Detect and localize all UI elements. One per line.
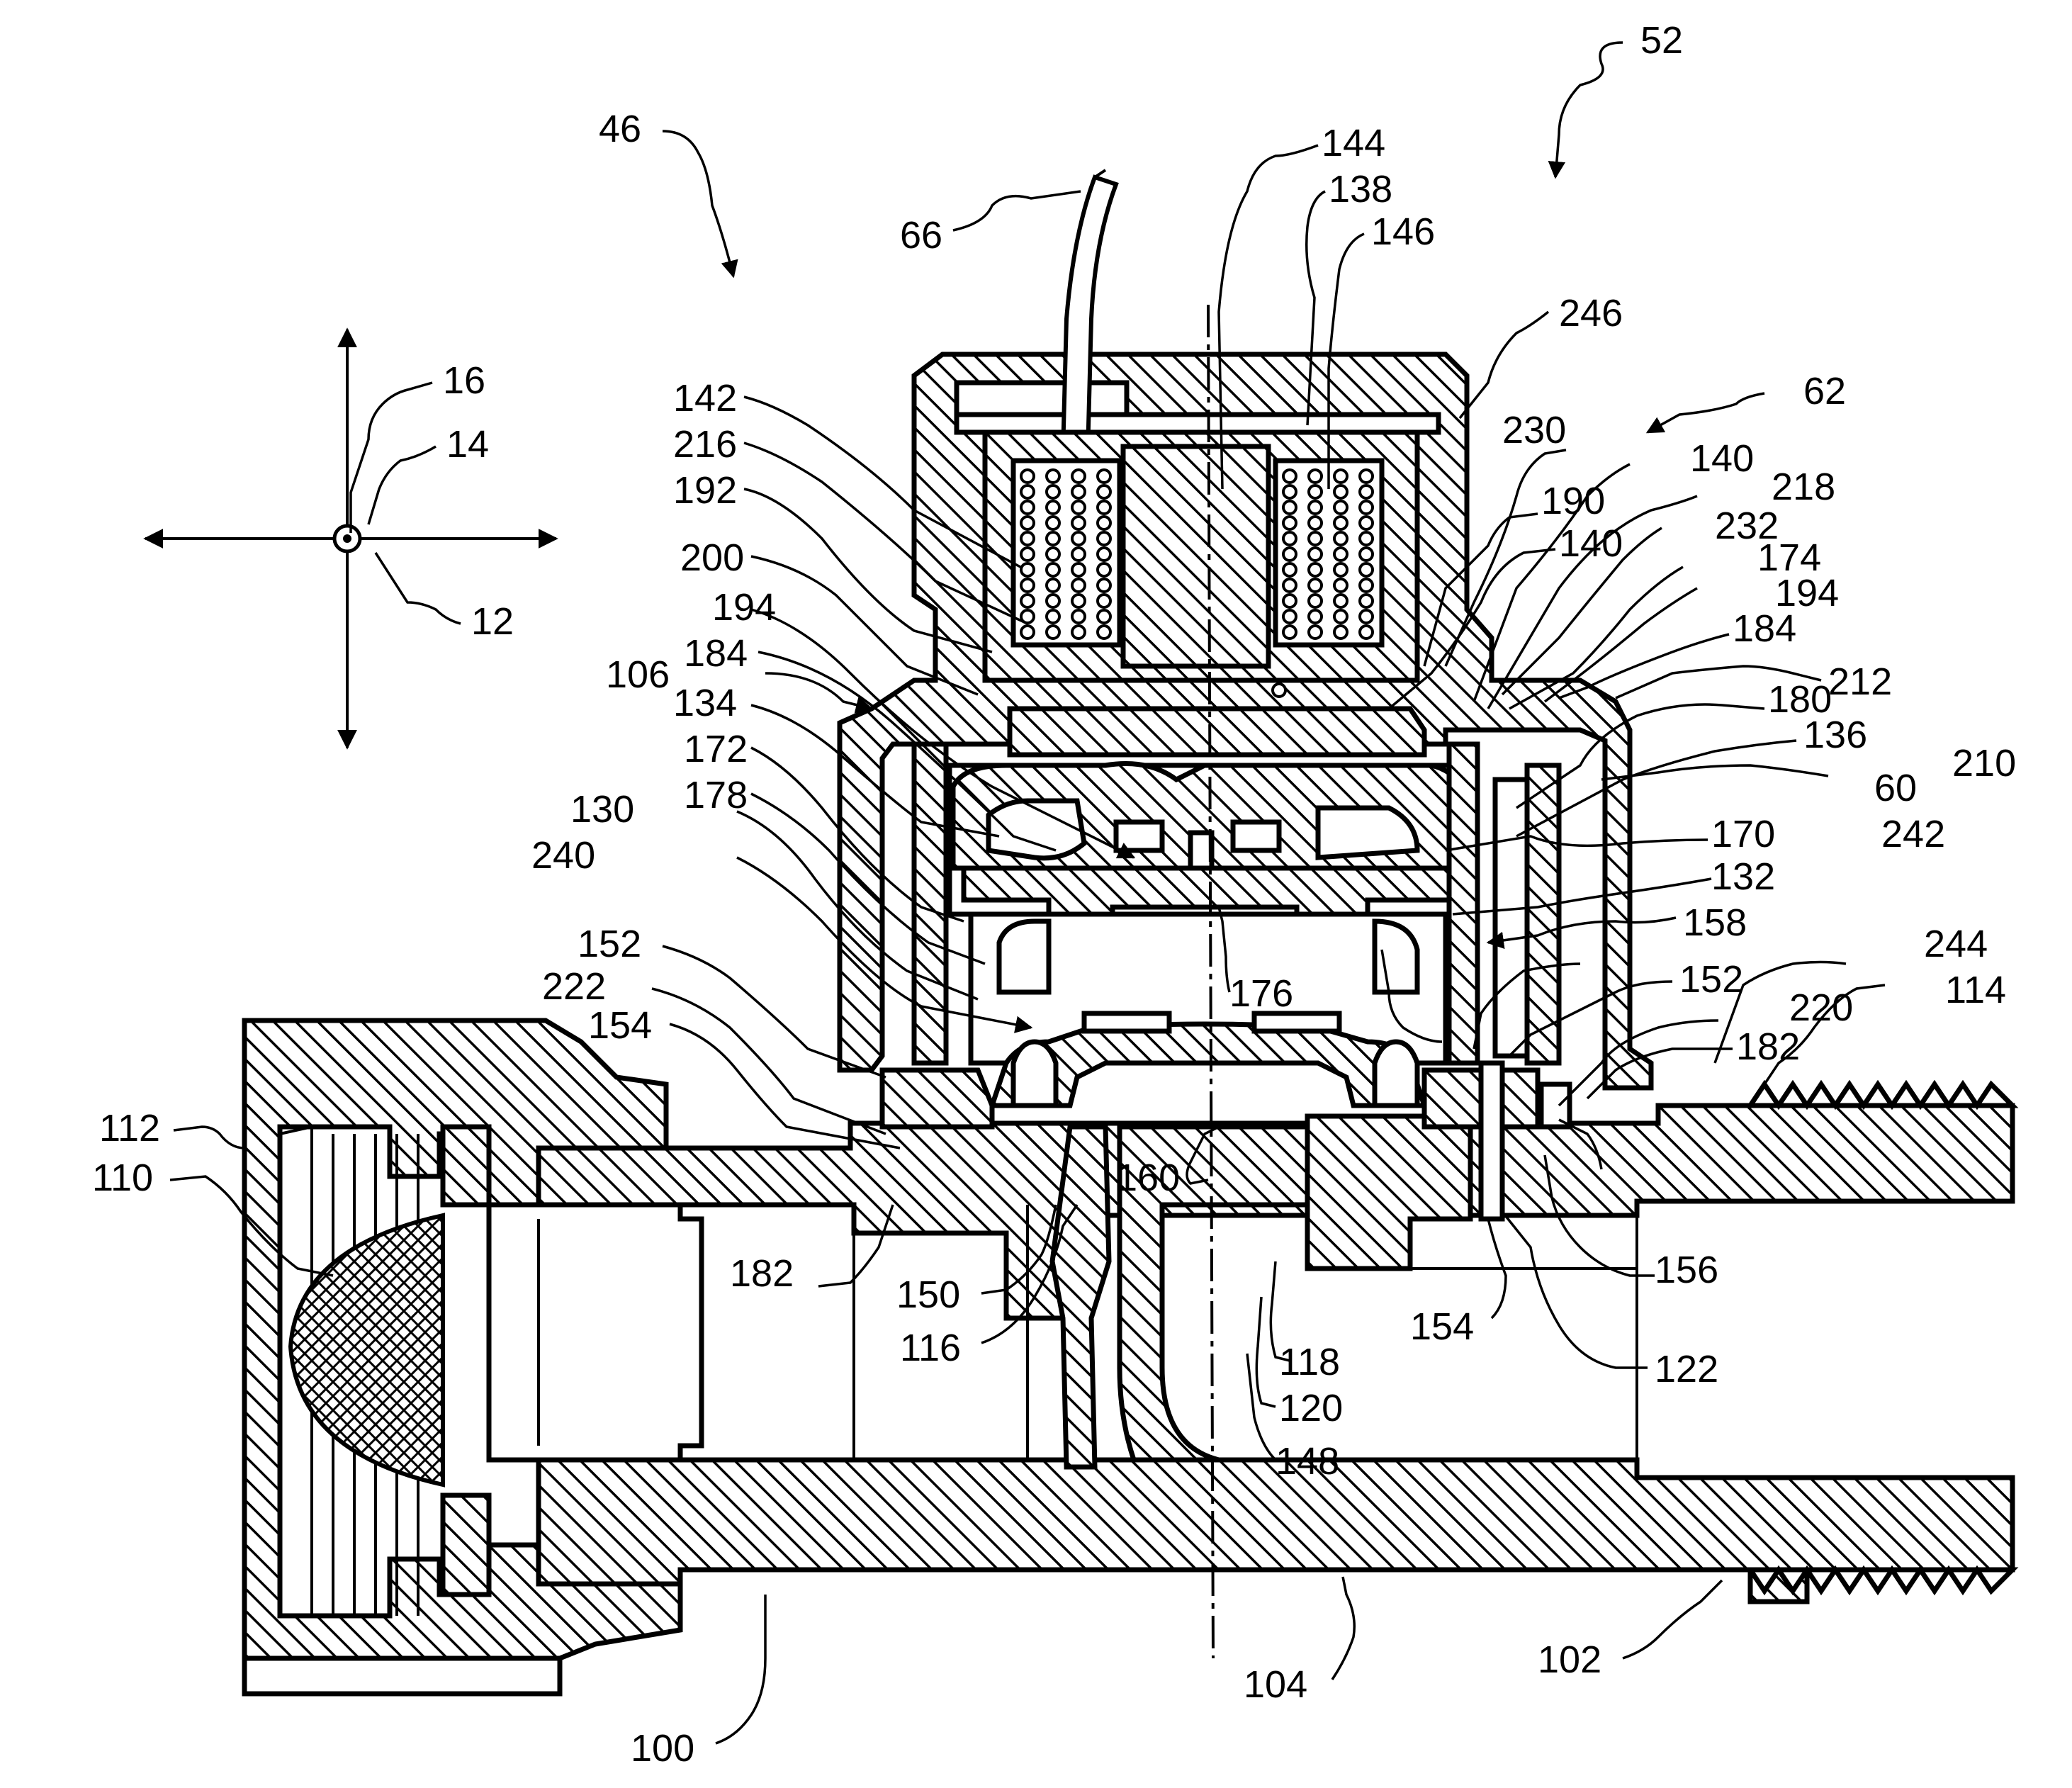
label-120: 120	[1279, 1387, 1343, 1429]
label-156: 156	[1655, 1249, 1718, 1291]
label-150: 150	[896, 1273, 960, 1316]
label-112: 112	[99, 1107, 160, 1149]
label-142: 142	[673, 377, 737, 420]
label-110: 110	[92, 1157, 153, 1199]
label-160: 160	[1116, 1157, 1180, 1199]
label-184-left: 184	[684, 632, 748, 675]
solenoid-assembly	[985, 432, 1417, 680]
label-194-left: 194	[712, 586, 776, 629]
label-46: 46	[599, 108, 641, 150]
label-132: 132	[1711, 855, 1775, 898]
label-134: 134	[673, 682, 737, 724]
label-176: 176	[1229, 972, 1293, 1015]
label-152-left: 152	[578, 923, 641, 965]
label-14: 14	[446, 423, 489, 466]
label-178: 178	[684, 774, 748, 816]
label-146: 146	[1371, 210, 1435, 253]
inlet-screen	[291, 1215, 443, 1485]
label-182-right: 182	[1736, 1025, 1800, 1068]
label-200: 200	[680, 536, 744, 579]
label-240: 240	[531, 834, 595, 877]
label-122: 122	[1655, 1348, 1718, 1390]
label-218: 218	[1772, 466, 1835, 508]
label-12: 12	[471, 600, 514, 643]
label-242: 242	[1881, 813, 1945, 855]
label-16: 16	[443, 359, 485, 402]
label-114: 114	[1945, 969, 2006, 1011]
label-118: 118	[1279, 1341, 1340, 1383]
label-140-top: 140	[1690, 437, 1754, 480]
label-172: 172	[684, 728, 748, 770]
label-184-right: 184	[1733, 607, 1796, 650]
label-230: 230	[1502, 409, 1566, 451]
label-158: 158	[1683, 901, 1747, 944]
label-246: 246	[1559, 292, 1623, 334]
label-182-left: 182	[730, 1252, 794, 1295]
label-100: 100	[631, 1727, 694, 1770]
label-144: 144	[1322, 122, 1385, 164]
label-52: 52	[1640, 19, 1683, 62]
label-138: 138	[1329, 168, 1392, 210]
label-102: 102	[1538, 1638, 1601, 1681]
label-136: 136	[1803, 714, 1867, 756]
label-60: 60	[1874, 767, 1917, 809]
label-152-right: 152	[1679, 958, 1743, 1001]
label-66: 66	[900, 214, 942, 257]
coordinate-axes	[145, 330, 556, 748]
label-154-left: 154	[588, 1004, 652, 1047]
label-210: 210	[1952, 742, 2016, 785]
label-116: 116	[900, 1327, 961, 1369]
label-212: 212	[1828, 660, 1892, 703]
label-106: 106	[606, 653, 670, 696]
label-130: 130	[570, 788, 634, 831]
label-222: 222	[542, 965, 606, 1008]
label-190: 190	[1541, 480, 1605, 522]
label-140-mid: 140	[1559, 522, 1623, 565]
label-148: 148	[1276, 1440, 1339, 1483]
label-216: 216	[673, 423, 737, 466]
label-154-right: 154	[1410, 1305, 1474, 1348]
label-220: 220	[1789, 986, 1853, 1029]
label-192: 192	[673, 469, 737, 512]
label-104: 104	[1244, 1663, 1307, 1706]
label-244: 244	[1924, 923, 1988, 965]
pipe-body	[539, 1084, 2012, 1602]
label-170: 170	[1711, 813, 1775, 855]
label-62: 62	[1803, 370, 1846, 412]
